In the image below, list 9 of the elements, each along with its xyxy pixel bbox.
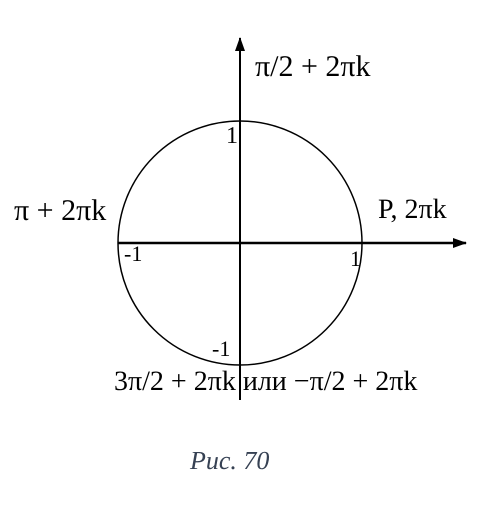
angle-label: π/2 + 2πk — [255, 52, 371, 82]
angle-label: π + 2πk — [14, 196, 106, 226]
figure-caption: Рис. 70 — [190, 448, 270, 474]
axis-value: 1 — [226, 124, 238, 148]
axis-value: -1 — [212, 338, 230, 360]
angle-label: 3π/2 + 2πk или −π/2 + 2πk — [114, 368, 418, 396]
angle-label: P, 2πk — [378, 196, 447, 224]
axis-value: -1 — [124, 243, 142, 265]
axis-value: 1 — [350, 248, 361, 270]
